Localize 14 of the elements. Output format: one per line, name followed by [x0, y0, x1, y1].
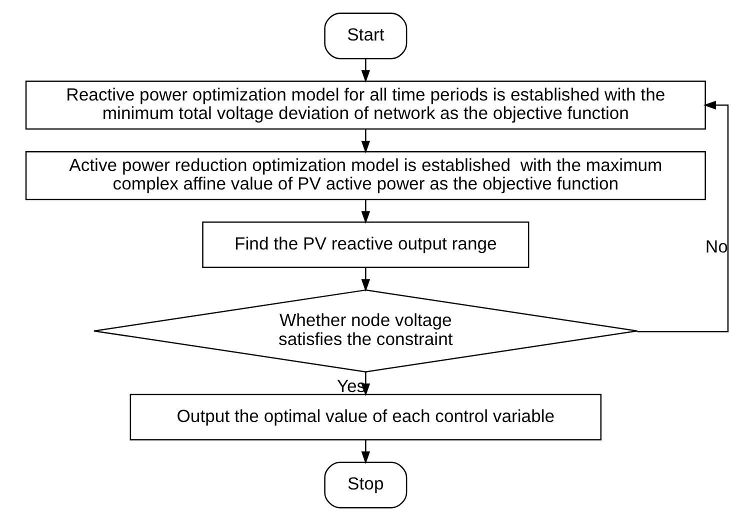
edge-label: No — [704, 236, 728, 257]
arrow — [360, 200, 370, 224]
arrow — [636, 100, 728, 332]
node-box: Find the PV reactive output range — [202, 222, 529, 268]
node-box: Start — [324, 12, 407, 60]
arrow — [360, 129, 370, 154]
arrow — [360, 268, 370, 292]
node-box: Active power reduction optimization model is established with the maximum complex affine value of PV active power as the objective function — [24, 151, 706, 200]
node-box: Reactive power optimization model for all time periods is established with the minimum total voltage deviation of network as the objective function — [24, 80, 706, 130]
node-box: Output the optimal value of each control variable — [129, 394, 602, 440]
arrow — [360, 440, 370, 464]
arrow — [360, 58, 370, 83]
node-diamond: Whether node voltage satisfies the constraint — [92, 289, 638, 372]
node-box: Stop — [324, 462, 407, 508]
